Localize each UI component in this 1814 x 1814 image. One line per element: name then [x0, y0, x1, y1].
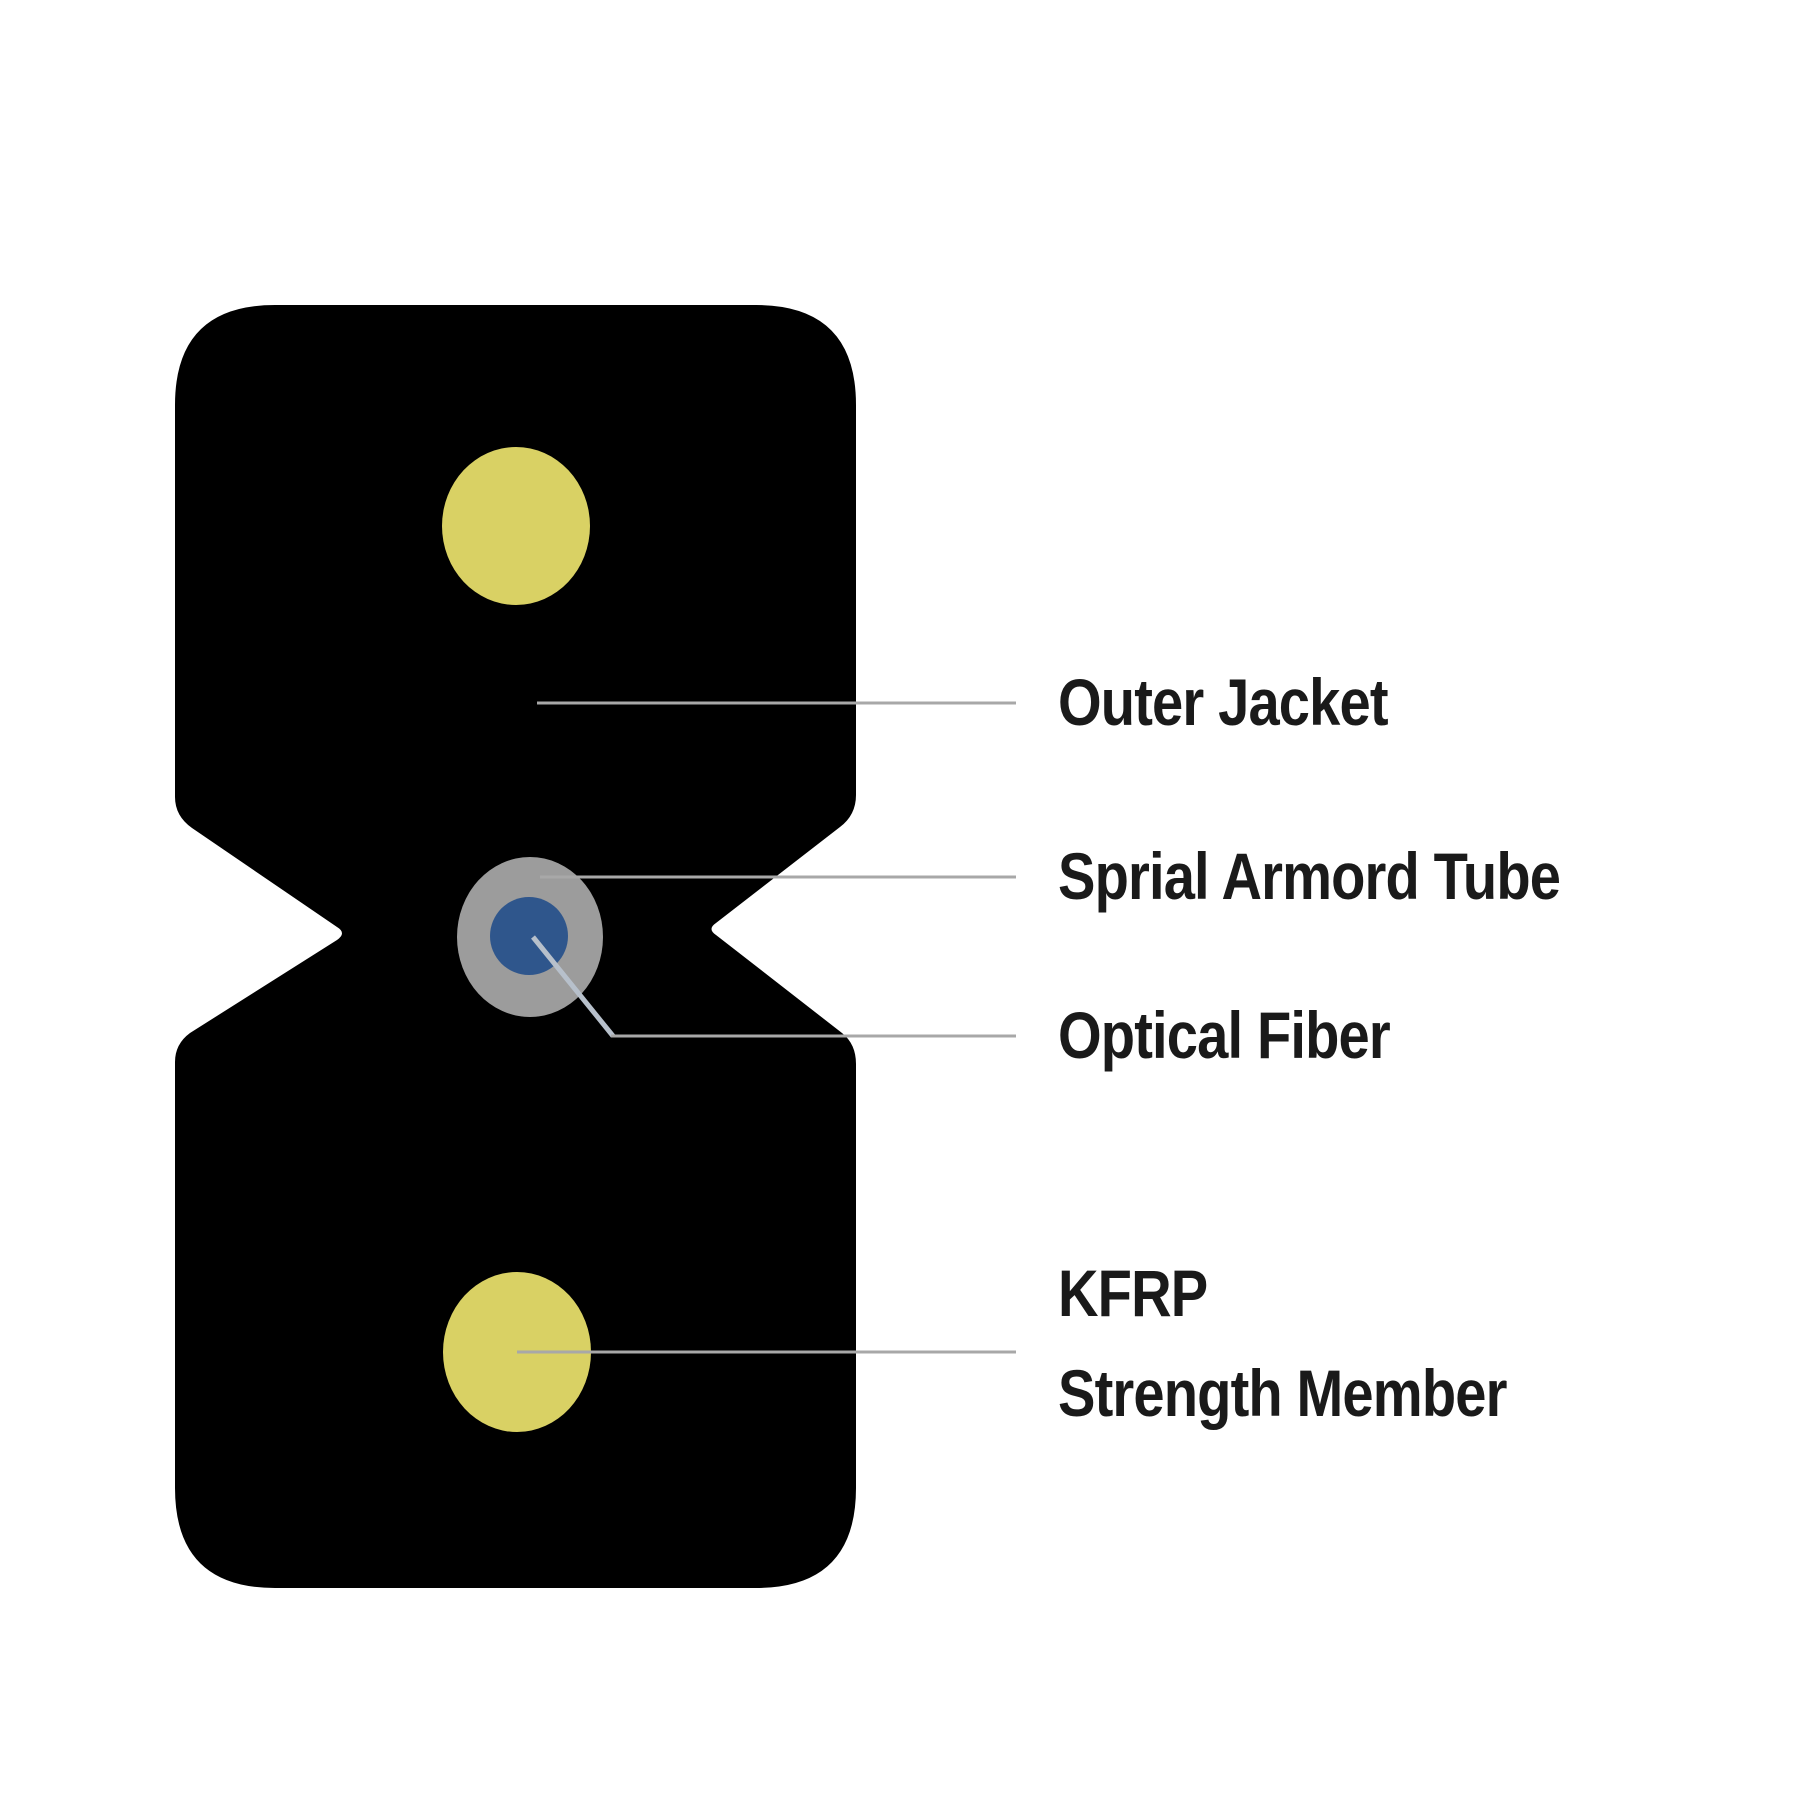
kfrp-label-line2: Strength Member — [1058, 1356, 1507, 1430]
outer-jacket-label: Outer Jacket — [1058, 665, 1389, 739]
kfrp-label-line1: KFRP — [1058, 1256, 1208, 1330]
spiral-armored-tube-label: Sprial Armord Tube — [1058, 839, 1561, 913]
leader-line-optical-fiber-diagonal — [531, 935, 615, 1038]
strength-member-top-oval — [442, 447, 590, 605]
optical-fiber-label: Optical Fiber — [1058, 998, 1391, 1072]
